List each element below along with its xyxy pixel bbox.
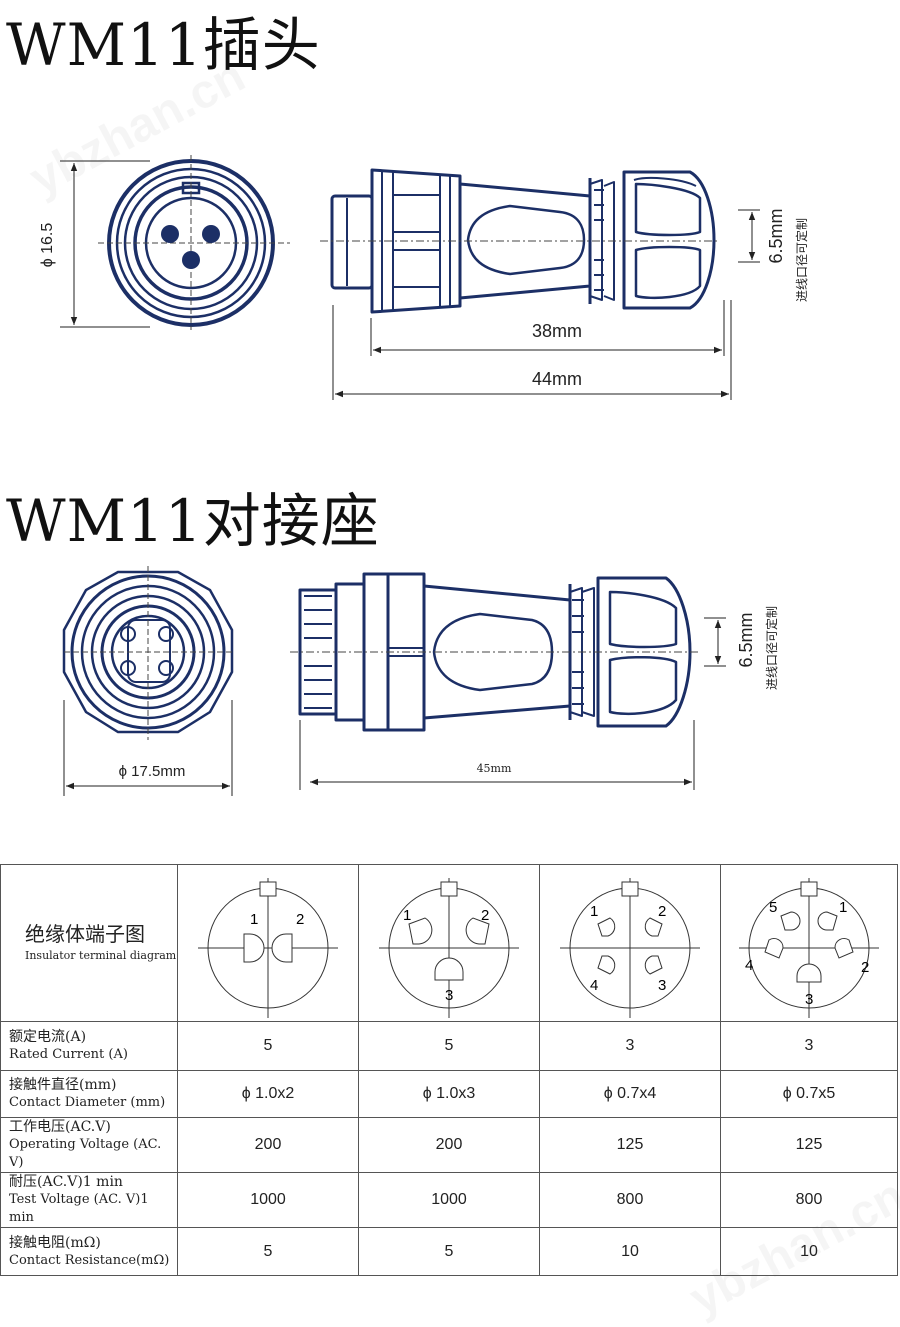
spec-table: 绝缘体端子图 Insulator terminal diagram 1 2 <box>0 864 898 1276</box>
plug-total-length-label: 44mm <box>532 369 582 389</box>
plug-length-dimensions <box>332 209 760 400</box>
pin-diagram-5pin: 5 1 4 2 3 <box>720 864 898 1022</box>
table-cell: 3 <box>720 1021 898 1071</box>
table-cell: 200 <box>177 1117 359 1173</box>
socket-cable-note: 进线口径可定制 <box>764 606 779 690</box>
socket-diameter-dimension <box>63 700 233 796</box>
socket-title: WM11对接座 <box>6 487 380 555</box>
row-label: 额定电流(A)Rated Current (A) <box>0 1021 178 1071</box>
svg-text:2: 2 <box>481 907 489 924</box>
table-cell: 5 <box>177 1227 359 1276</box>
table-cell: 10 <box>539 1227 721 1276</box>
table-row: 工作电压(AC.V)Operating Voltage (AC. V) 200 … <box>0 1117 898 1173</box>
svg-text:4: 4 <box>745 957 753 974</box>
svg-text:3: 3 <box>658 977 666 994</box>
row-label: 接触件直径(mm)Contact Diameter (mm) <box>0 1070 178 1118</box>
socket-length-label: 45mm <box>477 762 512 775</box>
svg-text:5: 5 <box>769 899 777 916</box>
label-en: Insulator terminal diagram <box>25 949 177 962</box>
row-label: 工作电压(AC.V)Operating Voltage (AC. V) <box>0 1117 178 1173</box>
table-row: 额定电流(A)Rated Current (A) 5 5 3 3 <box>0 1021 898 1071</box>
plug-cable-dia-label: 6.5mm <box>766 208 786 263</box>
plug-diameter-label: ϕ 16.5 <box>39 223 56 268</box>
plug-front-view <box>98 155 290 330</box>
plug-title: WM11插头 <box>6 11 321 79</box>
svg-text:1: 1 <box>839 899 847 916</box>
svg-text:1: 1 <box>250 911 258 928</box>
table-cell: 125 <box>539 1117 721 1173</box>
svg-text:1: 1 <box>403 907 411 924</box>
table-cell: 200 <box>358 1117 540 1173</box>
plug-body-length-label: 38mm <box>532 321 582 341</box>
table-cell: ϕ 1.0x2 <box>177 1070 359 1118</box>
row-label: 接触电阻(mΩ)Contact Resistance(mΩ) <box>0 1227 178 1276</box>
table-cell: 5 <box>177 1021 359 1071</box>
socket-length-dimensions <box>299 617 726 790</box>
svg-text:2: 2 <box>296 911 304 928</box>
table-cell: 5 <box>358 1227 540 1276</box>
table-cell: ϕ 0.7x4 <box>539 1070 721 1118</box>
table-cell: 125 <box>720 1117 898 1173</box>
plug-side-view <box>330 168 716 314</box>
table-cell: 800 <box>720 1172 898 1228</box>
label-cn: 绝缘体端子图 <box>25 922 145 946</box>
pin-diagram-4pin: 1 2 4 3 <box>539 864 721 1022</box>
svg-text:2: 2 <box>658 903 666 920</box>
plug-cable-note: 进线口径可定制 <box>794 218 809 302</box>
table-row: 接触件直径(mm)Contact Diameter (mm) ϕ 1.0x2 ϕ… <box>0 1070 898 1118</box>
insulator-diagram-label: 绝缘体端子图 Insulator terminal diagram <box>0 864 178 1022</box>
pin-diagram-3pin: 1 2 3 <box>358 864 540 1022</box>
table-cell: ϕ 0.7x5 <box>720 1070 898 1118</box>
table-cell: ϕ 1.0x3 <box>358 1070 540 1118</box>
table-cell: 10 <box>720 1227 898 1276</box>
socket-front-view <box>62 566 234 740</box>
svg-text:1: 1 <box>590 903 598 920</box>
svg-text:3: 3 <box>445 987 453 1004</box>
svg-text:2: 2 <box>861 959 869 976</box>
technical-drawings: ϕ 16.5 <box>39 155 809 796</box>
table-row: 接触电阻(mΩ)Contact Resistance(mΩ) 5 5 10 10 <box>0 1227 898 1276</box>
table-cell: 1000 <box>177 1172 359 1228</box>
pin-diagram-row: 绝缘体端子图 Insulator terminal diagram 1 2 <box>0 864 898 1022</box>
svg-text:4: 4 <box>590 977 598 994</box>
socket-diameter-label: ϕ 17.5mm <box>119 763 186 780</box>
table-cell: 1000 <box>358 1172 540 1228</box>
plug-diameter-dimension <box>60 160 150 328</box>
table-cell: 800 <box>539 1172 721 1228</box>
socket-cable-dia-label: 6.5mm <box>736 612 756 667</box>
svg-text:3: 3 <box>805 991 813 1008</box>
table-cell: 3 <box>539 1021 721 1071</box>
table-cell: 5 <box>358 1021 540 1071</box>
pin-diagram-2pin: 1 2 <box>177 864 359 1022</box>
